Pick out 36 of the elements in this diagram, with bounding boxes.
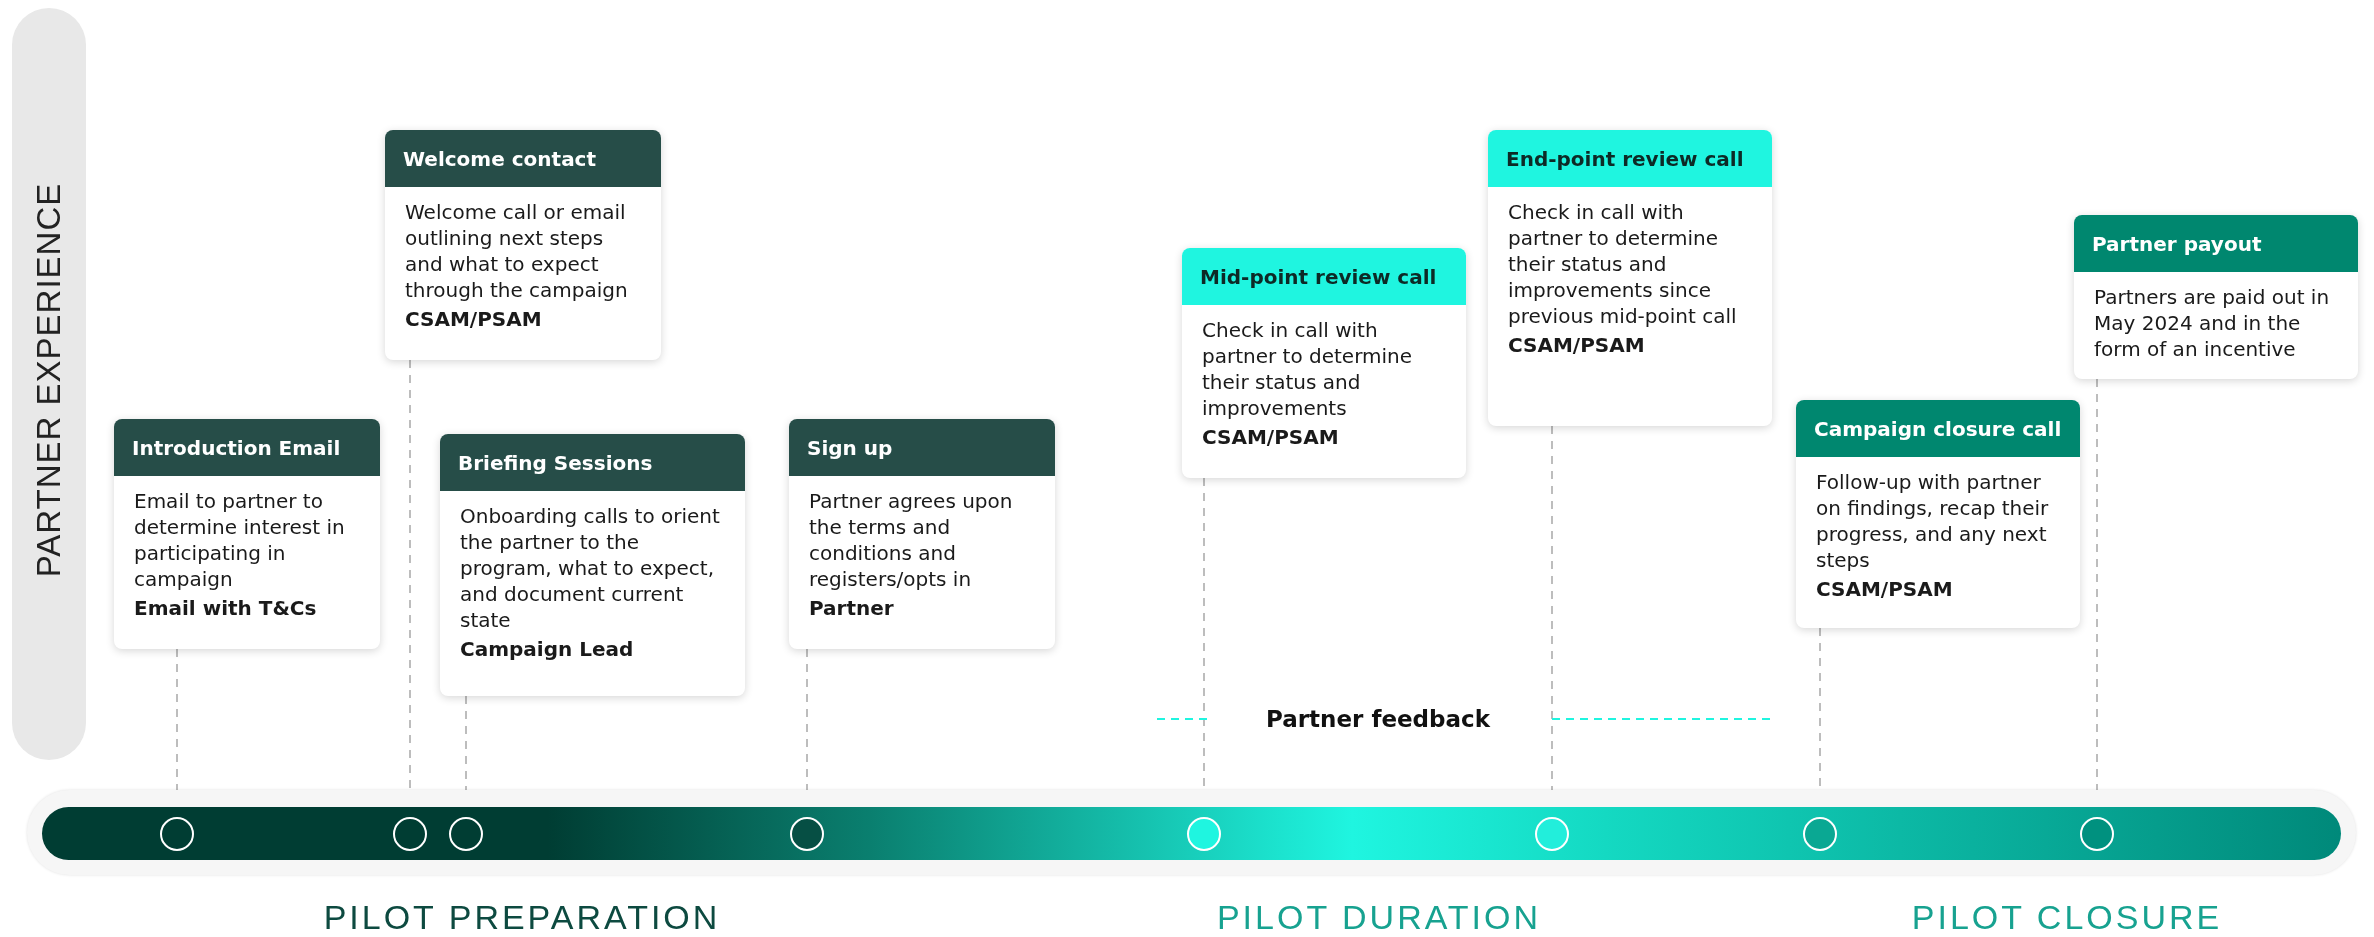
milestone-card [1182,248,1466,478]
milestone-card [789,419,1055,649]
card-description: Follow-up with partner on findings, recap their progress, and any next steps [1815,469,2050,573]
card-title: Briefing Sessions [440,434,745,491]
milestone-card [1488,130,1772,426]
phase-label: PILOT CLOSURE [1911,898,2223,937]
card-owner: CSAM/PSAM [1815,576,1954,601]
milestone-card [440,434,745,696]
card-title: Sign up [789,419,1055,476]
card-description: Email to partner to determine interest in participating in campaign [133,488,346,592]
card-owner: CSAM/PSAM [1507,332,1646,357]
card-title: Introduction Email [114,419,380,476]
card-description: Check in call with partner to determine their status and improvements [1201,317,1414,421]
card-owner: CSAM/PSAM [404,306,543,331]
milestone-card [1796,400,2080,628]
card-description: Welcome call or email outlining next steps and what to expect through the campaign [404,199,629,303]
card-owner: Email with T&Cs [133,595,318,620]
card-title: Mid-point review call [1182,248,1466,305]
card-title: Campaign closure call [1796,400,2080,457]
card-title: Partner payout [2074,215,2358,272]
card-description: Check in call with partner to determine their status and improvements since previous mid-point call [1507,199,1738,329]
card-description: Partner agrees upon the terms and conditions and registers/opts in [808,488,1014,592]
card-description: Onboarding calls to orient the partner to the program, what to expect, and document current state [459,503,721,633]
phase-label: PILOT DURATION [1216,898,1542,937]
milestone-card [2074,215,2358,379]
card-owner: Campaign Lead [459,636,635,661]
lane-label: PARTNER EXPERIENCE [30,182,68,578]
card-title: End-point review call [1488,130,1772,187]
milestone-card [385,130,661,360]
card-owner: Partner [808,595,895,620]
card-title: Welcome contact [385,130,661,187]
milestone-card [114,419,380,649]
card-owner: CSAM/PSAM [1201,424,1340,449]
feedback-label: Partner feedback [1266,706,1490,732]
phase-label: PILOT PREPARATION [323,898,721,937]
card-description: Partners are paid out in May 2024 and in the form of an incentive [2093,284,2331,362]
